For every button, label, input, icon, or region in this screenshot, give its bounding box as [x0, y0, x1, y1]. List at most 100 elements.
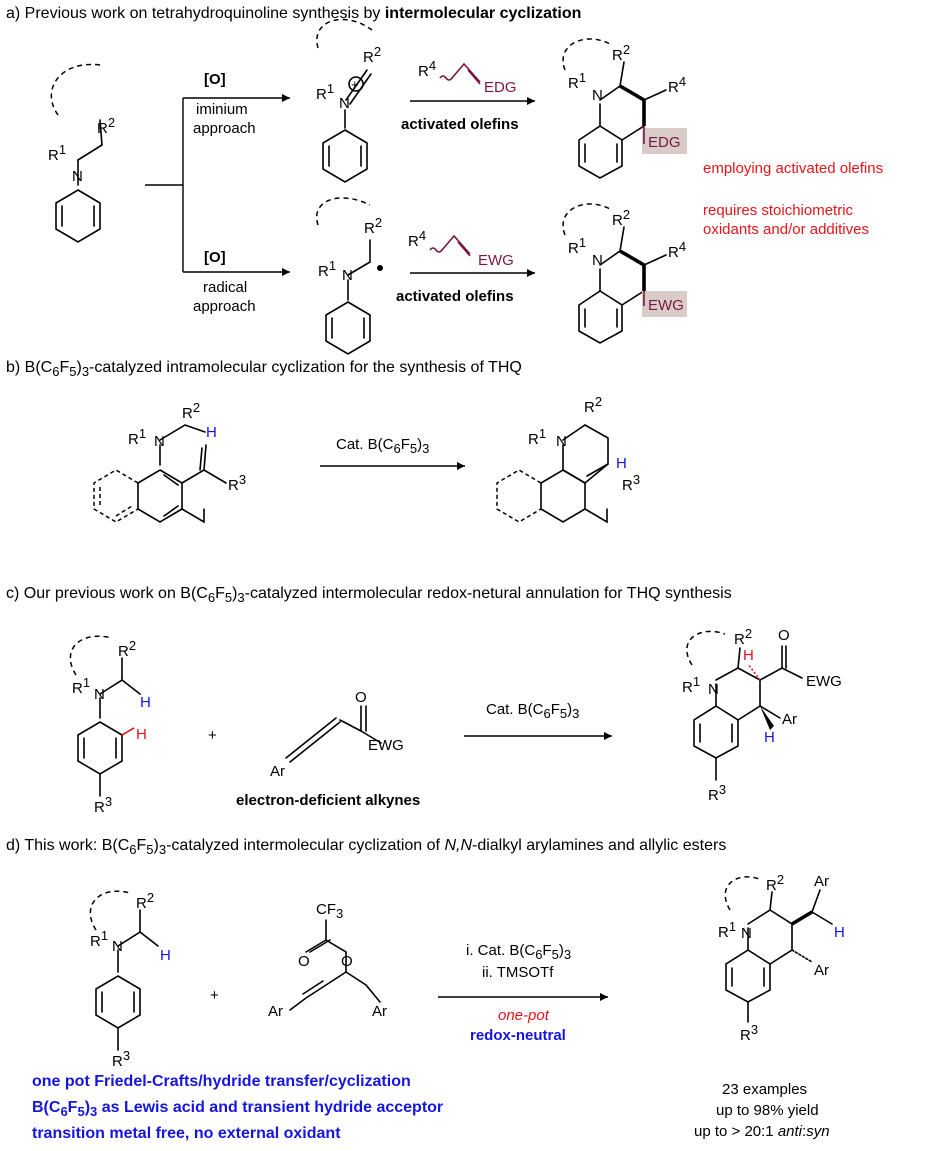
- svg-text:R2: R2: [363, 44, 381, 66]
- svg-text:R2: R2: [364, 215, 382, 237]
- ox-bot: [O]: [204, 249, 226, 266]
- svg-text:EWG: EWG: [648, 297, 684, 314]
- svg-text:N: N: [72, 168, 83, 185]
- svg-text:EWG: EWG: [368, 737, 404, 754]
- svg-text:R4: R4: [668, 239, 686, 261]
- svg-text:N: N: [556, 433, 567, 450]
- svg-text:Ar: Ar: [782, 711, 797, 728]
- svg-text:Ar: Ar: [814, 873, 829, 890]
- allylic-ester: CF3 O O Ar Ar: [268, 901, 387, 1020]
- svg-text:R2: R2: [584, 394, 602, 416]
- svg-text:H: H: [764, 729, 775, 746]
- svg-text:R1: R1: [528, 426, 546, 448]
- svg-text:EDG: EDG: [648, 134, 681, 151]
- section-d-title: d) This work: B(C6F5)3-catalyzed intermo…: [6, 837, 726, 857]
- svg-text:R3: R3: [622, 472, 640, 494]
- svg-text:H: H: [616, 455, 627, 472]
- svg-text:N: N: [592, 87, 603, 104]
- alkyne-c: O EWG Ar: [270, 689, 404, 780]
- svg-text:R1: R1: [568, 235, 586, 257]
- note-oxidant-2: oxidants and/or additives: [703, 221, 869, 238]
- activated-top: activated olefins: [401, 116, 519, 133]
- svg-text:N: N: [708, 681, 719, 698]
- svg-text:O: O: [355, 689, 367, 706]
- reagent-b: Cat. B(C6F5)3: [336, 436, 429, 456]
- svg-text:N: N: [154, 433, 165, 450]
- one-pot-label: one-pot: [498, 1007, 550, 1024]
- svg-text:Ar: Ar: [270, 763, 285, 780]
- svg-text:N: N: [94, 686, 105, 703]
- svg-text:CF3: CF3: [316, 901, 343, 921]
- svg-text:N: N: [741, 925, 752, 942]
- thq-product-edg: R1 N R2 R4 EDG: [562, 38, 687, 179]
- svg-text:O: O: [341, 953, 353, 970]
- svg-text:O: O: [778, 627, 790, 644]
- svg-text:H: H: [160, 947, 171, 964]
- product-b: R1 N R2 H R3: [496, 394, 640, 524]
- step2: ii. TMSOTf: [482, 964, 554, 981]
- product-d: R1 N R2 Ar H Ar R3: [718, 872, 845, 1044]
- amine-a-structure: R1 N R2: [48, 63, 115, 243]
- svg-text:R1: R1: [718, 919, 736, 941]
- svg-text:H: H: [834, 924, 845, 941]
- highlight-3: transition metal free, no external oxida…: [32, 1125, 341, 1142]
- svg-text:R4: R4: [668, 74, 686, 96]
- note-oxidant-1: requires stoichiometric: [703, 202, 854, 219]
- svg-text:R2: R2: [182, 400, 200, 422]
- ewg-olefin: R4 EWG: [408, 228, 514, 269]
- svg-text:R2: R2: [97, 115, 115, 137]
- svg-text:H: H: [743, 647, 754, 664]
- alkyne-label: electron-deficient alkynes: [236, 792, 420, 809]
- svg-text:R2: R2: [734, 626, 752, 648]
- iminium-line2: approach: [193, 120, 256, 137]
- section-a-title: a) Previous work on tetrahydroquinoline …: [6, 5, 581, 22]
- svg-text:Ar: Ar: [814, 962, 829, 979]
- svg-text:R1: R1: [48, 142, 66, 164]
- radical-line2: approach: [193, 298, 256, 315]
- redox-label: redox-neutral: [470, 1027, 566, 1044]
- section-b-title: b) B(C6F5)3-catalyzed intramolecular cyc…: [6, 359, 522, 379]
- svg-text:R1: R1: [682, 674, 700, 696]
- svg-text:R4: R4: [408, 228, 426, 250]
- product-c: H H R1 N R2 O EWG Ar R3: [682, 626, 842, 804]
- highlight-1: one pot Friedel-Crafts/hydride transfer/…: [32, 1073, 411, 1090]
- iminium-structure: R1 N + R2: [316, 18, 381, 183]
- svg-text:R3: R3: [708, 782, 726, 804]
- plus-d: +: [210, 987, 219, 1004]
- svg-text:R1: R1: [568, 70, 586, 92]
- stat-dr: up to > 20:1 anti:syn: [694, 1123, 830, 1140]
- svg-text:R3: R3: [94, 794, 112, 816]
- stat-yield: up to 98% yield: [716, 1102, 819, 1119]
- radical-structure: R1 N R2: [315, 197, 383, 355]
- svg-text:R4: R4: [418, 58, 436, 80]
- svg-text:N: N: [342, 267, 353, 284]
- reagent-c: Cat. B(C6F5)3: [486, 701, 579, 721]
- svg-text:EWG: EWG: [478, 252, 514, 269]
- svg-text:Ar: Ar: [372, 1003, 387, 1020]
- svg-text:H: H: [140, 694, 151, 711]
- stat-examples: 23 examples: [722, 1081, 807, 1098]
- svg-text:R3: R3: [740, 1022, 758, 1044]
- svg-text:N: N: [592, 252, 603, 269]
- svg-text:R1: R1: [128, 426, 146, 448]
- svg-text:R3: R3: [228, 472, 246, 494]
- svg-text:EDG: EDG: [484, 79, 517, 96]
- svg-text:EWG: EWG: [806, 673, 842, 690]
- note-activated: employing activated olefins: [703, 160, 883, 177]
- substrate-c: R1 N R2 H H R3: [69, 635, 151, 816]
- plus-c: +: [208, 727, 217, 744]
- svg-text:R2: R2: [136, 890, 154, 912]
- svg-text:N: N: [112, 938, 123, 955]
- svg-text:R2: R2: [612, 207, 630, 229]
- iminium-line1: iminium: [196, 101, 248, 118]
- activated-bot: activated olefins: [396, 288, 514, 305]
- substrate-d: R1 N R2 H R3: [89, 890, 171, 1070]
- highlight-2: B(C6F5)3 as Lewis acid and transient hyd…: [32, 1099, 443, 1119]
- radical-line1: radical: [203, 279, 247, 296]
- svg-text:Ar: Ar: [268, 1003, 283, 1020]
- svg-text:N: N: [339, 95, 350, 112]
- svg-text:+: +: [351, 77, 359, 92]
- svg-text:H: H: [206, 424, 217, 441]
- ox-top: [O]: [204, 71, 226, 88]
